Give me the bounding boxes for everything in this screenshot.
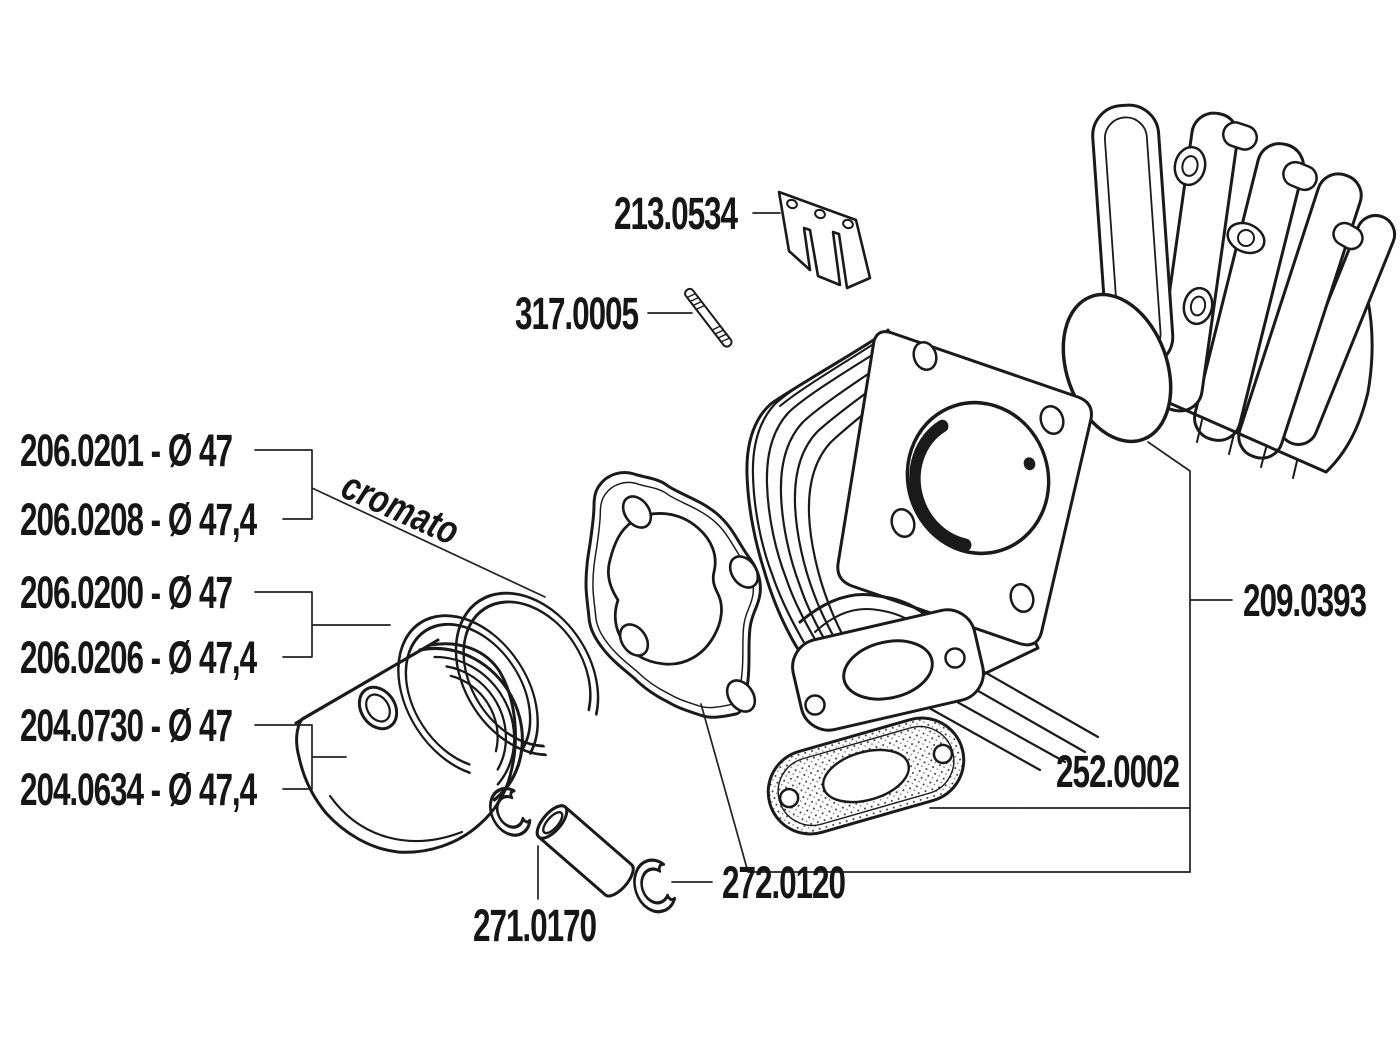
base-gasket-drawing <box>584 471 762 719</box>
label-piston-47-4: 204.0634 - Ø 47,4 <box>20 764 257 815</box>
stud-drawing <box>684 287 733 348</box>
circlip-lower-drawing <box>626 854 679 919</box>
reed-petals-drawing <box>777 190 872 290</box>
label-ring-chrome-47-4: 206.0208 - Ø 47,4 <box>20 494 257 545</box>
piston-rings-drawing <box>397 591 600 778</box>
exhaust-gasket-drawing <box>766 716 966 836</box>
label-circlips: 272.0120 <box>722 857 846 908</box>
label-piston-pin: 271.0170 <box>473 900 597 951</box>
label-reed-petals: 213.0534 <box>614 188 738 239</box>
label-ring-chrome-47: 206.0201 - Ø 47 <box>20 425 233 476</box>
leader-lines <box>254 212 1233 900</box>
label-ring-47: 206.0200 - Ø 47 <box>20 567 233 618</box>
cylinder-drawing <box>745 328 1100 772</box>
label-stud: 317.0005 <box>515 288 639 339</box>
label-piston-47: 204.0730 - Ø 47 <box>20 700 233 751</box>
label-gasket-set: 252.0002 <box>1056 746 1180 797</box>
piston-drawing <box>294 638 524 854</box>
label-cylinder-head: 209.0393 <box>1243 575 1367 626</box>
cylinder-head-drawing <box>1091 103 1397 479</box>
piston-pin-drawing <box>535 804 635 898</box>
label-ring-47-4: 206.0206 - Ø 47,4 <box>20 632 257 683</box>
